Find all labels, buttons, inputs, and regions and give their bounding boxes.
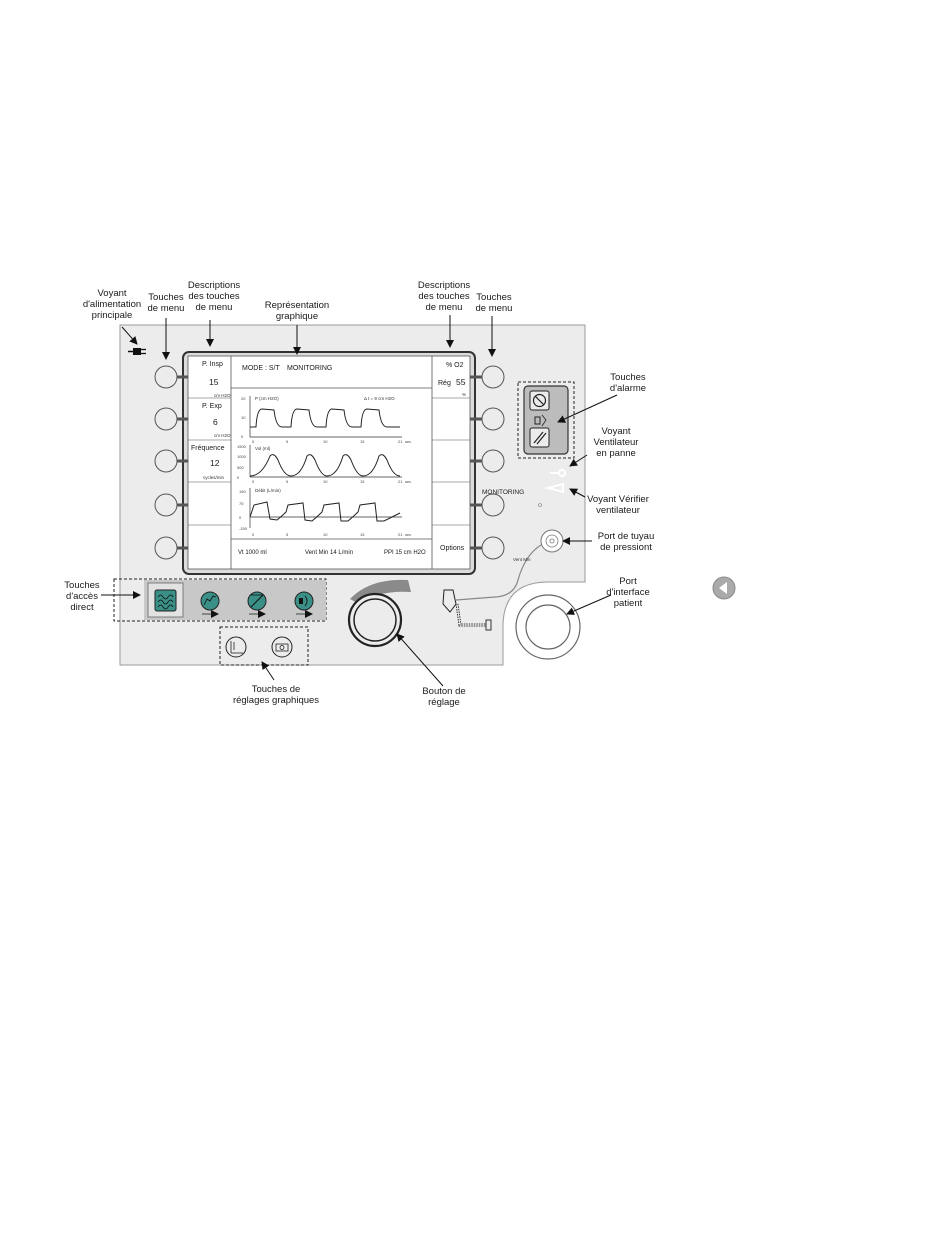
p-insp-label: P. Insp <box>202 361 223 368</box>
x-tick: 5 <box>286 439 289 444</box>
x-tick: 10 <box>323 479 328 484</box>
x-tick: 21 <box>398 532 403 537</box>
monitoring-menu-label: MONITORING <box>482 489 525 496</box>
screen-mode: MODE : S/T <box>242 365 280 372</box>
callout-graph-settings: Touches de réglages graphiques <box>232 684 320 706</box>
callout-pressure-port: Port de tuyau de pressiont <box>597 531 655 553</box>
ramp-icon <box>247 591 267 618</box>
patient-interface-port <box>515 594 581 660</box>
reg-value: 55 <box>456 377 466 387</box>
check-vent-indicator <box>544 482 564 494</box>
x-tick: 21 <box>398 439 403 444</box>
freq-label: Fréquence <box>191 445 225 452</box>
waveform-icon <box>154 589 177 612</box>
volume-y-tick: 1000 <box>237 454 246 459</box>
x-unit: sec <box>405 479 412 484</box>
flow-y-tick: 150 <box>239 489 246 494</box>
wrench-icon <box>550 469 566 477</box>
x-unit: sec <box>405 439 412 444</box>
freq-value: 12 <box>210 458 220 468</box>
x-tick: 21 <box>398 479 403 484</box>
rise-time-icon <box>200 591 220 618</box>
alarm-indicator-icon <box>534 414 547 427</box>
callout-patient-port: Port d'interface patient <box>606 576 650 609</box>
volume-y-tick: 500 <box>237 465 244 470</box>
flow-y-tick: -150 <box>239 526 248 531</box>
callout-power-indicator: Voyant d'alimentation principale <box>82 288 142 321</box>
alarm-volume-icon <box>294 591 314 618</box>
callout-menu-desc-left: Descriptions des touches de menu <box>187 280 241 313</box>
callout-menu-keys-left: Touches de menu <box>147 292 185 314</box>
vent-min-device-label: Vent Min <box>513 557 531 562</box>
freq-unit: cycles/min <box>203 475 225 480</box>
x-tick: 5 <box>286 532 289 537</box>
pressure-port <box>540 529 564 553</box>
x-unit: sec <box>405 532 412 537</box>
pressure-y-tick: 10 <box>241 415 246 420</box>
flow-y-tick: 0 <box>239 515 242 520</box>
adjust-knob <box>347 592 403 648</box>
volume-y-tick: 0 <box>237 475 240 480</box>
alarm-silence-icon <box>529 390 550 411</box>
x-tick: 10 <box>323 532 328 537</box>
camera-icon <box>271 636 293 658</box>
p-exp-value: 6 <box>213 417 218 427</box>
screen <box>187 355 471 570</box>
p-insp-unit: cm H2O <box>214 393 231 398</box>
volume-y-tick: 1500 <box>237 444 246 449</box>
callout-menu-keys-right: Touches de menu <box>475 292 513 314</box>
freeze-graph-icon <box>225 636 247 658</box>
tube-connector <box>442 589 457 613</box>
callout-check-vent: Voyant Vérifier ventilateur <box>587 494 649 516</box>
right-menu-keys <box>481 365 505 560</box>
pressure-graph-axes <box>249 396 402 438</box>
pressure-tube <box>455 544 542 601</box>
x-tick: 10 <box>323 439 328 444</box>
callout-alarm-keys: Touches d'alarme <box>609 372 647 394</box>
volume-waveform <box>249 454 401 477</box>
alarm-reset-icon <box>529 427 550 448</box>
callout-direct-access: Touches d'accès direct <box>64 580 100 613</box>
options-menu-label: Options <box>440 545 465 552</box>
o2-label: % O2 <box>446 362 464 369</box>
pressure-y-tick: 0 <box>241 434 244 439</box>
flow-graph-title: Débit (L/min) <box>255 488 281 493</box>
back-arrow-icon <box>712 576 736 600</box>
footer-vt: Vt 1000 ml <box>238 550 267 556</box>
x-tick: 0 <box>252 479 255 484</box>
x-tick: 0 <box>252 439 255 444</box>
x-tick: 0 <box>252 532 255 537</box>
pressure-y-tick: 20 <box>241 396 246 401</box>
pressure-graph-annot: Δ t = 9 cm H2O <box>364 396 395 401</box>
callout-vent-failure: Voyant Ventilateur en panne <box>593 426 639 459</box>
callout-adjust-knob: Bouton de réglage <box>422 686 466 708</box>
p-insp-value: 15 <box>209 377 219 387</box>
x-tick: 15 <box>360 532 365 537</box>
screen-monitoring-header: MONITORING <box>287 365 333 372</box>
alarm-keys-group <box>517 381 575 459</box>
callout-arrows <box>101 315 618 687</box>
p-exp-label: P. Exp <box>202 403 222 410</box>
callout-graphic-repr: Représentation graphique <box>264 300 330 322</box>
reg-label: Rég <box>438 380 451 387</box>
volume-graph-axes <box>249 445 402 478</box>
reg-unit: % <box>462 392 467 397</box>
pressure-graph-title: P (cm H2O) <box>255 396 279 401</box>
p-exp-unit: cm H2O <box>214 433 231 438</box>
left-menu-keys <box>154 365 178 560</box>
x-tick: 15 <box>360 439 365 444</box>
x-tick: 15 <box>360 479 365 484</box>
callout-menu-desc-right: Descriptions des touches de menu <box>417 280 471 313</box>
pressure-waveform <box>250 408 400 428</box>
x-tick: 5 <box>286 479 289 484</box>
flow-waveform <box>249 501 401 522</box>
flow-y-tick: 75 <box>239 501 244 506</box>
power-plug-icon <box>128 348 146 355</box>
footer-ppi: PPI 15 cm H2O <box>384 550 426 556</box>
volume-graph-title: Vol (ml) <box>255 446 271 451</box>
footer-vent-min: Vent Min 14 L/min <box>305 550 354 556</box>
